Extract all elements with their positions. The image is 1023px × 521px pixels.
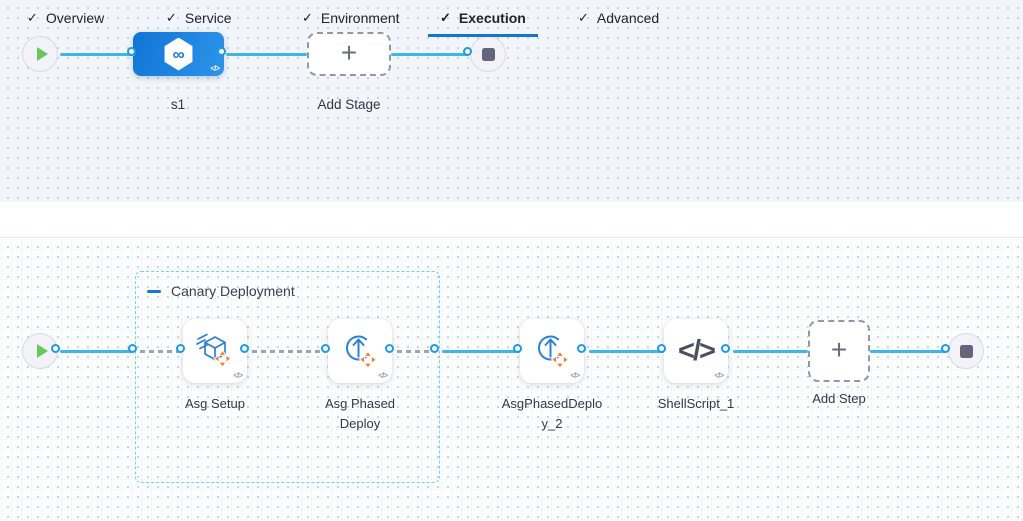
- code-badge-icon[interactable]: </>: [570, 371, 580, 380]
- tab-label: Overview: [45, 10, 105, 26]
- connector-wire: [870, 350, 946, 353]
- step-label: Asg Setup: [185, 396, 245, 411]
- stage-tabbar: [0, 202, 1023, 238]
- step-node-asg-setup[interactable]: </>: [183, 319, 247, 383]
- stage-label: s1: [170, 97, 186, 112]
- connector-wire-dashed: [397, 350, 433, 353]
- stage-node-s1[interactable]: ∞ </>: [133, 32, 224, 76]
- port-icon[interactable]: [657, 344, 666, 353]
- port-icon[interactable]: [721, 344, 730, 353]
- plus-icon: +: [830, 333, 848, 365]
- cd-stage-icon: ∞: [164, 37, 193, 71]
- tab-environment[interactable]: ✓ Environment: [290, 0, 412, 36]
- check-icon: ✓: [302, 10, 313, 25]
- connector-wire: [60, 350, 132, 353]
- step-label: ShellScript_1: [657, 396, 735, 411]
- port-icon[interactable]: [577, 344, 586, 353]
- add-step-label: Add Step: [812, 391, 866, 406]
- port-icon[interactable]: [217, 47, 226, 56]
- collapse-group-icon[interactable]: [147, 289, 161, 293]
- step-group-canary-deployment[interactable]: Canary Deployment: [135, 271, 440, 483]
- asg-setup-icon: [196, 333, 232, 368]
- code-badge-icon[interactable]: </>: [210, 64, 220, 73]
- shell-script-icon: </>: [678, 334, 716, 367]
- port-icon[interactable]: [128, 344, 137, 353]
- port-icon[interactable]: [463, 47, 472, 56]
- port-icon[interactable]: [127, 47, 136, 56]
- tab-overview[interactable]: ✓ Overview: [15, 0, 116, 36]
- group-label: Canary Deployment: [171, 283, 295, 299]
- port-icon[interactable]: [513, 344, 522, 353]
- port-icon[interactable]: [385, 344, 394, 353]
- port-icon[interactable]: [51, 344, 60, 353]
- plus-icon: +: [340, 36, 358, 68]
- check-icon: ✓: [166, 10, 177, 25]
- check-icon: ✓: [27, 10, 38, 25]
- connector-wire-dashed: [140, 350, 180, 353]
- add-step-button[interactable]: +: [808, 320, 870, 382]
- tab-advanced[interactable]: ✓ Advanced: [566, 0, 671, 36]
- stop-icon: [481, 47, 495, 61]
- connector-wire: [391, 53, 468, 56]
- connector-wire: [442, 350, 520, 353]
- asg-phased-deploy-icon: [346, 335, 378, 369]
- tab-label: Execution: [458, 10, 526, 26]
- tab-execution[interactable]: ✓ Execution: [428, 0, 538, 37]
- step-node-asg-phased-deploy-2[interactable]: </>: [520, 319, 584, 383]
- connector-wire: [226, 53, 307, 56]
- tab-label: Environment: [320, 10, 400, 26]
- connector-wire-dashed: [252, 350, 326, 353]
- port-icon[interactable]: [941, 344, 950, 353]
- step-label: Asg Phased Deploy: [324, 396, 396, 432]
- connector-wire: [733, 350, 808, 353]
- stop-icon: [959, 344, 973, 358]
- pipeline-start-node[interactable]: [22, 36, 58, 72]
- execution-end-node[interactable]: [948, 333, 984, 369]
- tab-label: Service: [184, 10, 232, 26]
- port-icon[interactable]: [430, 344, 439, 353]
- port-icon[interactable]: [176, 344, 185, 353]
- pipeline-end-node[interactable]: [470, 36, 506, 72]
- play-icon: [36, 47, 48, 61]
- asg-phased-deploy-icon: [538, 335, 570, 369]
- port-icon[interactable]: [321, 344, 330, 353]
- step-node-shellscript-1[interactable]: </> </>: [664, 319, 728, 383]
- add-stage-label: Add Stage: [317, 97, 381, 112]
- tab-service[interactable]: ✓ Service: [154, 0, 244, 36]
- code-badge-icon[interactable]: </>: [714, 371, 724, 380]
- port-icon[interactable]: [240, 344, 249, 353]
- check-icon: ✓: [578, 10, 589, 25]
- step-label: AsgPhasedDeploy_2: [501, 396, 603, 432]
- connector-wire: [60, 53, 135, 56]
- tab-label: Advanced: [596, 10, 660, 26]
- code-badge-icon[interactable]: </>: [233, 371, 243, 380]
- check-icon: ✓: [440, 10, 451, 25]
- play-icon: [36, 344, 48, 358]
- code-badge-icon[interactable]: </>: [378, 371, 388, 380]
- connector-wire: [589, 350, 664, 353]
- add-stage-button[interactable]: +: [307, 32, 391, 76]
- step-node-asg-phased-deploy[interactable]: </>: [328, 319, 392, 383]
